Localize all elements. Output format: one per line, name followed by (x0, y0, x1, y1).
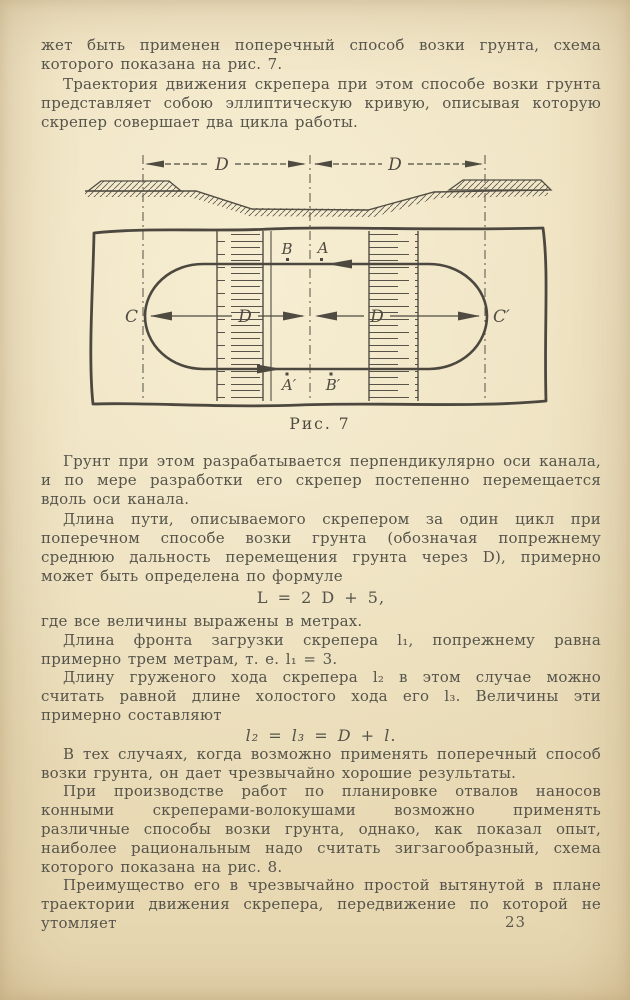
paragraph-advantage: Преимущество его в чрезвычайно простой в… (41, 876, 601, 932)
point-label-c: C (125, 307, 138, 327)
trajectory-point-ticks (285, 258, 333, 376)
paragraph-grunt: Грунт при этом разрабатывается перпендик… (41, 452, 601, 508)
paragraph-loaded-run: Длину груженого хода скрепера l₂ в этом … (41, 668, 601, 724)
page-number: 23 (505, 913, 527, 931)
dim-label-top-left: D (214, 155, 229, 175)
point-label-b-prime: B′ (325, 376, 341, 394)
paragraph-trajectory: Траектория движения скрепера при этом сп… (41, 75, 601, 131)
paragraph-good-results: В тех случаях, когда возможно применять … (41, 745, 601, 782)
dim-label-mid-right: D (369, 307, 384, 327)
point-label-a: A (316, 239, 329, 257)
dimension-arrowheads (145, 160, 483, 168)
point-label-c-prime: C′ (493, 307, 510, 327)
formula-run-lengths: l₂ = l₃ = D + l. (245, 726, 397, 745)
dim-label-top-right: D (387, 155, 402, 175)
paragraph-loading-front: Длина фронта загрузки скрепера l₁, попре… (41, 631, 601, 668)
formula-path-length: L = 2 D + 5, (256, 588, 386, 607)
field-boundary (89, 226, 548, 408)
figure-ris-7: D D (85, 155, 553, 433)
paragraph-continuation: жет быть применен поперечный способ возк… (41, 36, 601, 73)
trajectory-ellipse (143, 262, 489, 371)
paragraph-horse-scrapers: При производстве работ по планировке отв… (41, 782, 601, 876)
trajectory-direction-arrows (257, 259, 352, 374)
figure-caption: Рис. 7 (289, 415, 350, 433)
spoil-bank-right (446, 179, 553, 191)
dim-label-mid-left: D (237, 307, 252, 327)
spoil-bank-left (86, 180, 183, 192)
top-dimension-lines (145, 160, 483, 168)
point-label-a-prime: A′ (280, 376, 297, 394)
mid-dimension-lines (150, 311, 480, 321)
point-label-b: B (280, 240, 292, 258)
paragraph-path-length: Длина пути, описываемого скрепером за од… (41, 510, 601, 585)
terrain-cross-section (85, 179, 553, 217)
paragraph-units-note: где все величины выражены в метрах. (41, 612, 363, 630)
